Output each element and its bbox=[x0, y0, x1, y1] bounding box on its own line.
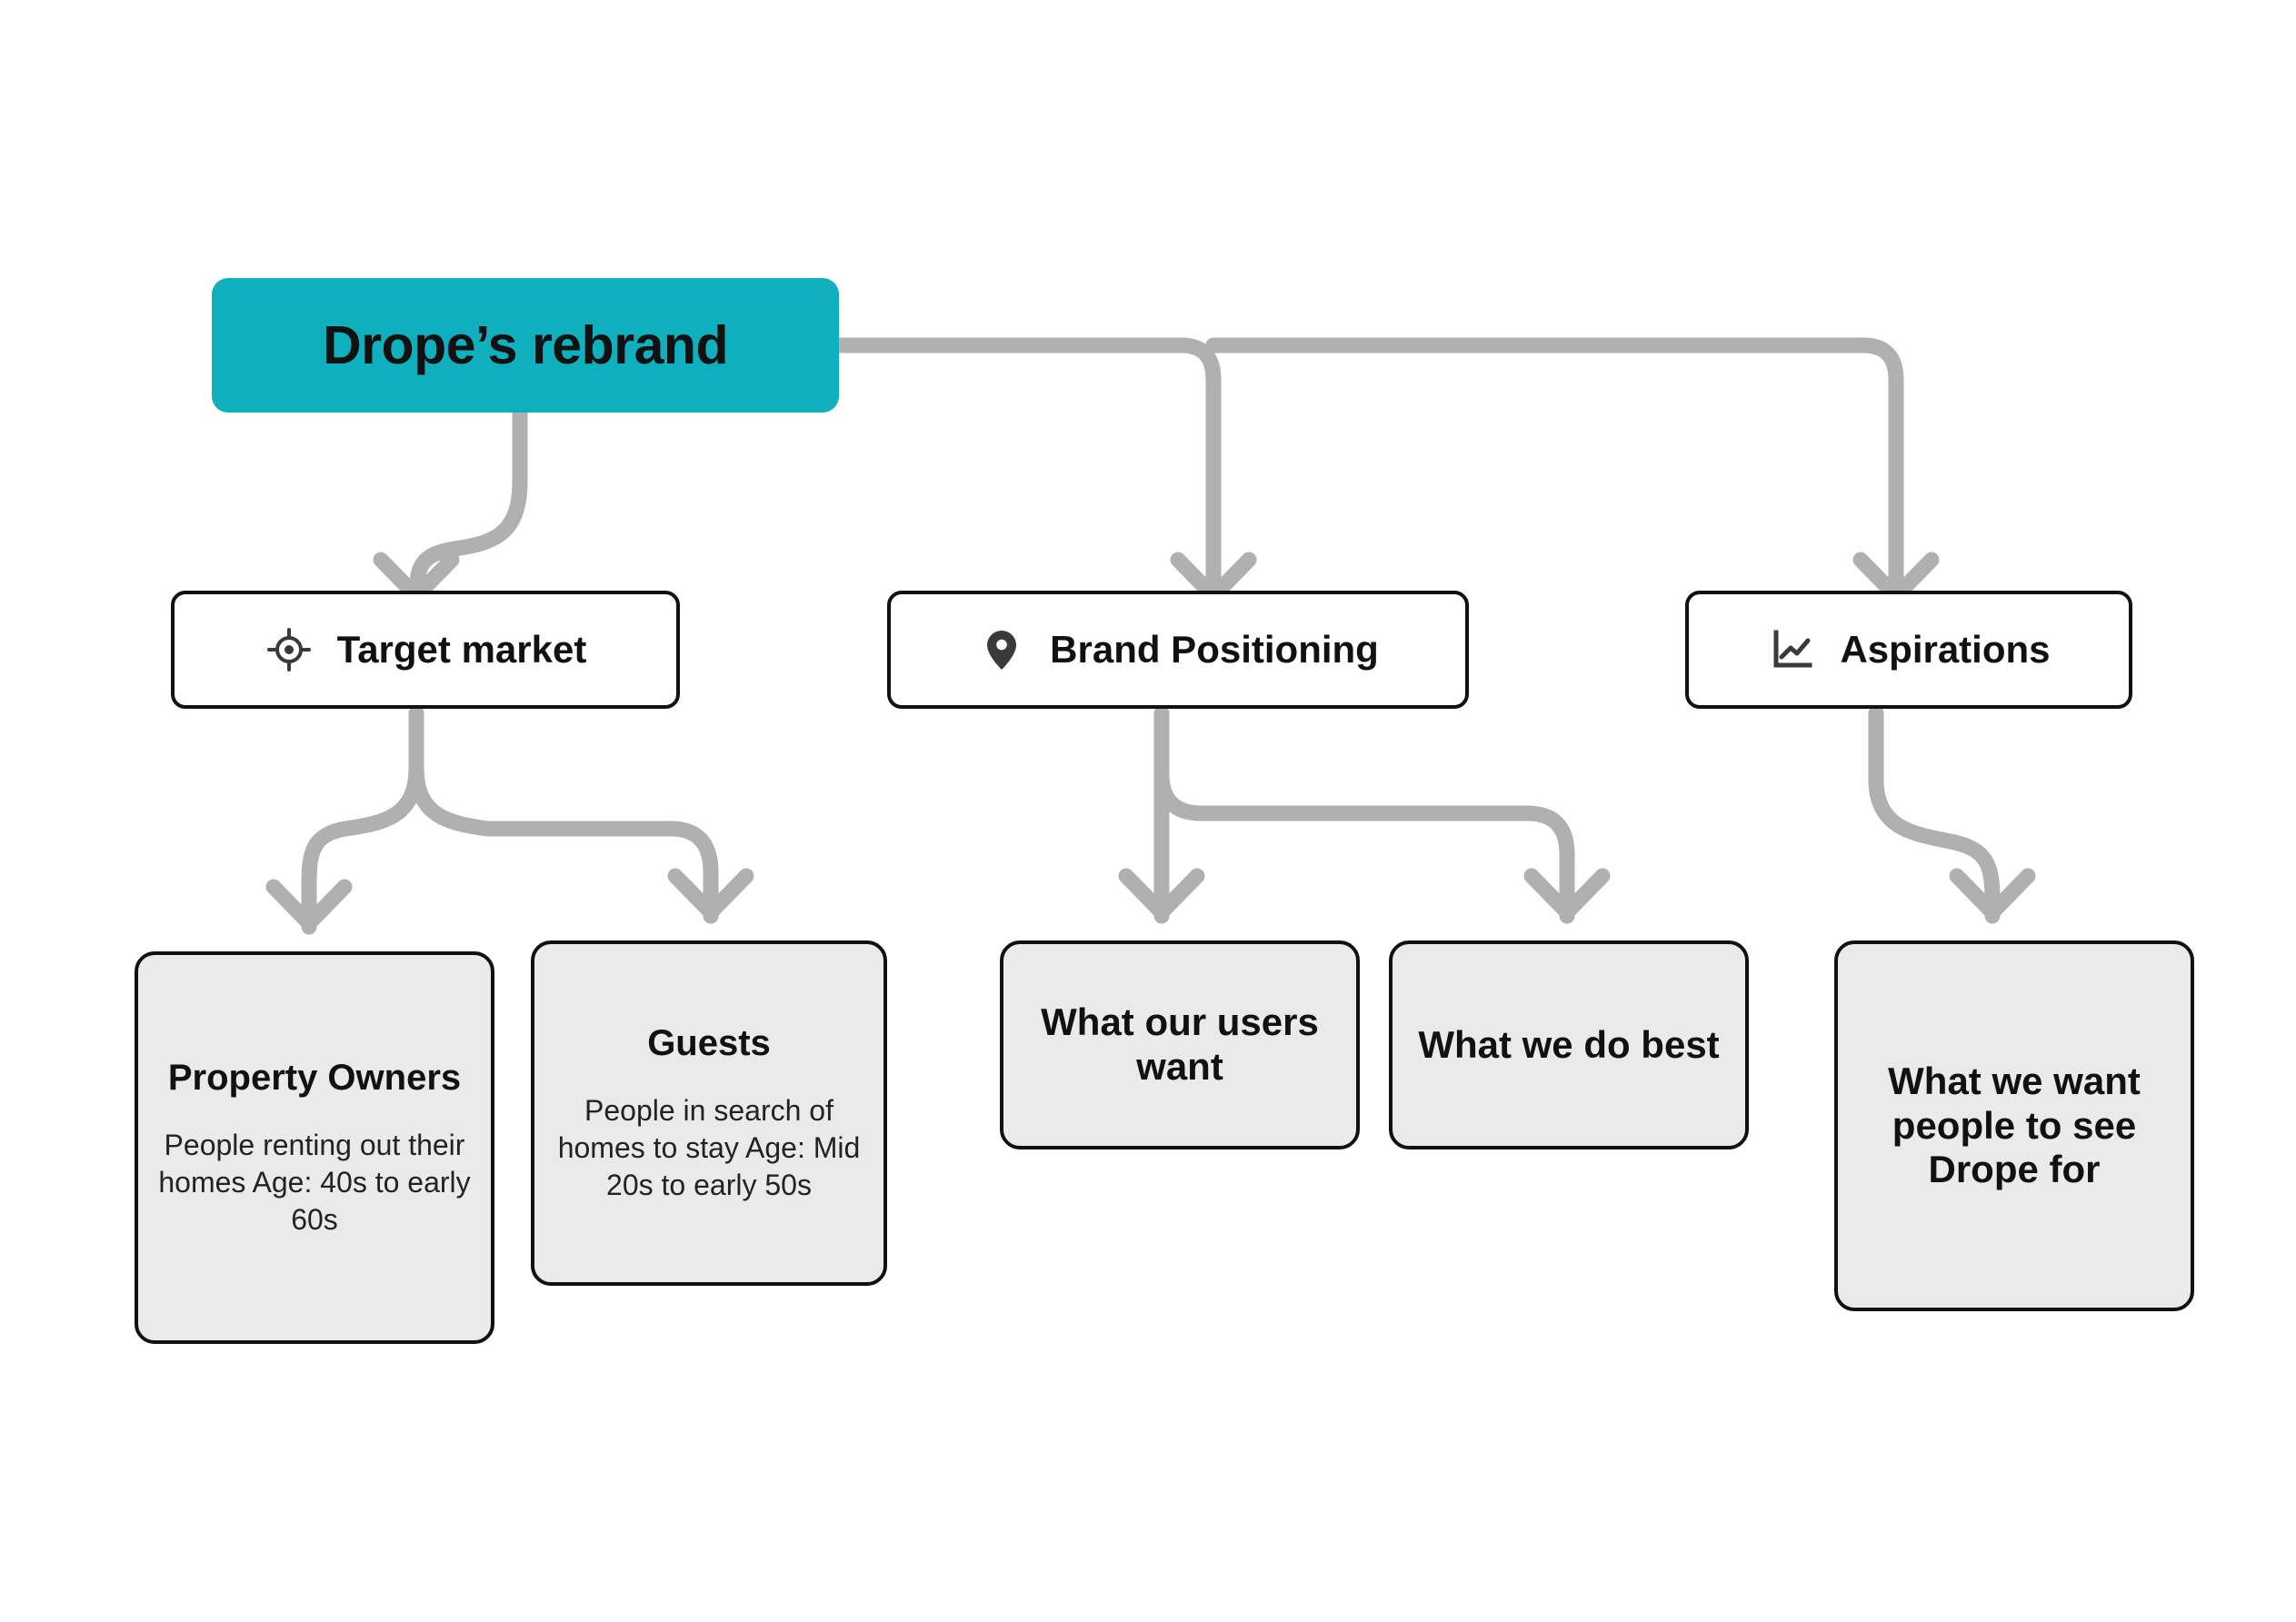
connector-target-market-to-property-owners bbox=[301, 760, 424, 935]
connector-aspirations-to-see-drope-for bbox=[1868, 705, 2001, 924]
arrowhead-property-owners bbox=[265, 879, 353, 931]
connector-root-to-brand-positioning bbox=[831, 337, 1222, 608]
connector-root-to-aspirations bbox=[1205, 337, 1904, 608]
leaf-card-title: What we want people to see Drope for bbox=[1888, 1059, 2141, 1191]
map-pin-icon bbox=[977, 625, 1026, 674]
category-node-brand-positioning[interactable]: Brand Positioning bbox=[887, 591, 1469, 709]
leaf-card-what-we-do-best[interactable]: What we do best bbox=[1389, 940, 1749, 1149]
arrowhead-users-want bbox=[1118, 868, 1205, 920]
target-crosshair-icon bbox=[265, 625, 314, 674]
leaf-card-title: What we do best bbox=[1418, 1022, 1720, 1066]
leaf-card-body: People renting out their homes Age: 40s … bbox=[158, 1128, 471, 1236]
arrowhead-do-best bbox=[1523, 868, 1611, 920]
category-node-label: Aspirations bbox=[1840, 628, 2051, 671]
leaf-card-what-we-want-people-to-see-drope-for[interactable]: What we want people to see Drope for bbox=[1834, 940, 2194, 1311]
leaf-card-property-owners[interactable]: Property Owners People renting out their… bbox=[135, 951, 494, 1344]
arrowhead-see-drope-for bbox=[1949, 868, 2036, 920]
leaf-card-what-our-users-want[interactable]: What our users want bbox=[1000, 940, 1360, 1149]
root-node-label: Drope’s rebrand bbox=[322, 315, 729, 375]
connector-target-market-to-guests bbox=[408, 760, 719, 924]
leaf-card-title: Property Owners bbox=[167, 1058, 462, 1099]
leaf-card-title: What our users want bbox=[1041, 1000, 1319, 1088]
root-node[interactable]: Drope’s rebrand bbox=[212, 278, 839, 413]
connector-brand-positioning-to-do-best bbox=[1153, 705, 1575, 924]
leaf-card-guests[interactable]: Guests People in search of homes to stay… bbox=[531, 940, 887, 1286]
category-node-aspirations[interactable]: Aspirations bbox=[1685, 591, 2132, 709]
leaf-card-title: Guests bbox=[647, 1023, 771, 1064]
category-node-label: Brand Positioning bbox=[1050, 628, 1379, 671]
line-chart-icon bbox=[1767, 625, 1816, 674]
arrowhead-guests bbox=[667, 868, 754, 920]
category-node-target-market[interactable]: Target market bbox=[171, 591, 680, 709]
category-node-label: Target market bbox=[336, 628, 587, 671]
leaf-card-body: People in search of homes to stay Age: M… bbox=[557, 1093, 861, 1201]
connector-root-to-target-market bbox=[408, 406, 528, 608]
